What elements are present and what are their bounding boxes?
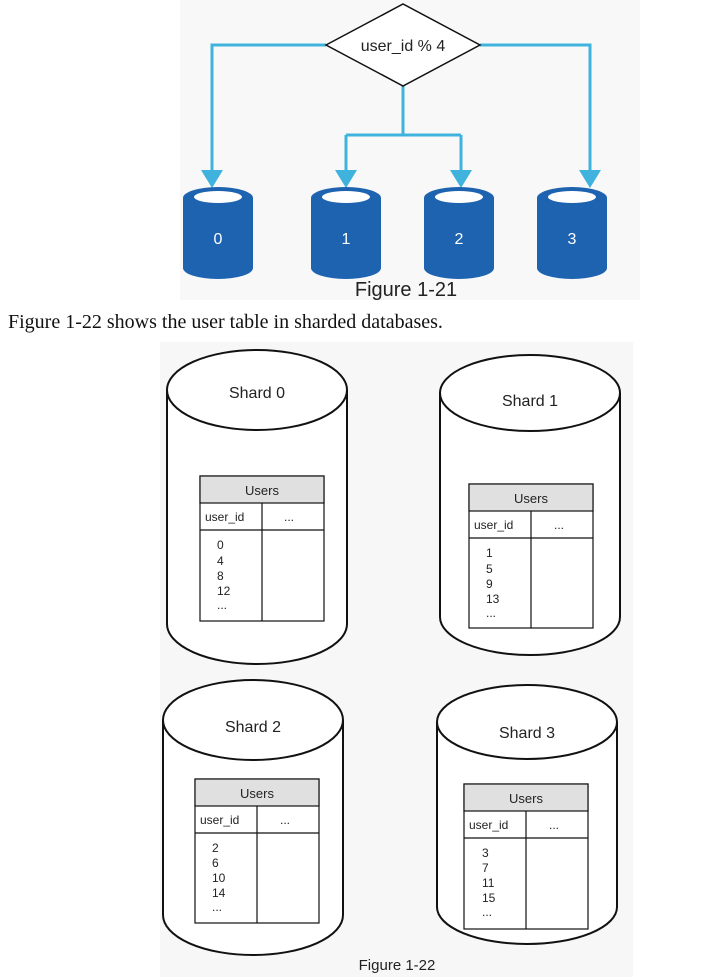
users-table: Users user_id ... 2 6 10 14 ... — [194, 778, 320, 924]
users-table: Users user_id ... 3 7 11 15 ... — [463, 783, 589, 930]
shard-2: Shard 2 Users user_id ... 2 6 10 14 ... — [162, 679, 344, 956]
user-id-value: 4 — [217, 554, 224, 568]
table-title: Users — [509, 791, 543, 806]
table-title: Users — [240, 786, 274, 801]
user-id-value: 15 — [482, 891, 496, 905]
db-label-2: 2 — [455, 231, 464, 248]
shard-3: Shard 3 Users user_id ... 3 7 11 15 ... — [436, 684, 618, 945]
decision-label: user_id % 4 — [361, 38, 446, 55]
arrowhead-1 — [335, 170, 357, 188]
user-id-value: ... — [482, 905, 492, 919]
user-id-value: ... — [217, 598, 227, 612]
figure-1-21-caption: Figure 1-21 — [355, 279, 457, 300]
users-table: Users user_id ... 1 5 9 13 ... — [468, 483, 594, 629]
db-label-0: 0 — [214, 231, 223, 248]
column-user-id: user_id — [469, 818, 508, 832]
column-user-id: user_id — [200, 813, 239, 827]
user-id-value: 6 — [212, 856, 219, 870]
user-id-value: 7 — [482, 861, 489, 875]
column-other: ... — [280, 813, 290, 827]
db-shard-2: 2 — [424, 187, 494, 279]
column-other: ... — [284, 510, 294, 524]
shard-0: Shard 0 Users user_id ... 0 4 8 12 ... — [166, 349, 348, 665]
table-title: Users — [514, 491, 548, 506]
figure-1-22-background — [160, 342, 633, 977]
user-id-value: 9 — [486, 577, 493, 591]
user-id-value: 14 — [212, 886, 226, 900]
users-table: Users user_id ... 0 4 8 12 ... — [199, 475, 325, 622]
db-shard-1: 1 — [311, 187, 381, 279]
table-title: Users — [245, 483, 279, 498]
column-other: ... — [554, 518, 564, 532]
user-id-value: 11 — [482, 876, 495, 890]
user-id-value: 8 — [217, 569, 224, 583]
figure-1-22-caption: Figure 1-22 — [359, 957, 436, 974]
user-id-value: 10 — [212, 871, 226, 885]
user-id-value: 3 — [482, 846, 489, 860]
arrow-heads — [201, 170, 601, 188]
db-shard-3: 3 — [537, 187, 607, 279]
shard-title: Shard 3 — [499, 725, 555, 742]
arrow-to-shard-0 — [210, 43, 326, 176]
routing-arrows — [210, 43, 592, 176]
user-id-value: ... — [212, 900, 222, 914]
shard-title: Shard 1 — [502, 393, 558, 410]
user-id-value: 5 — [486, 562, 493, 576]
body-paragraph: Figure 1-22 shows the user table in shar… — [8, 311, 443, 333]
column-other: ... — [549, 818, 559, 832]
shard-title: Shard 0 — [229, 385, 285, 402]
arrowhead-2 — [450, 170, 472, 188]
user-id-value: 2 — [212, 841, 219, 855]
arrowhead-3 — [579, 170, 601, 188]
user-id-value: 0 — [217, 538, 224, 552]
column-user-id: user_id — [205, 510, 244, 524]
column-user-id: user_id — [474, 518, 513, 532]
user-id-value: ... — [486, 606, 496, 620]
shard-1: Shard 1 Users user_id ... 1 5 9 13 ... — [439, 354, 621, 656]
arrowhead-0 — [201, 170, 223, 188]
arrow-to-shard-3 — [480, 43, 592, 176]
shard-title: Shard 2 — [225, 719, 281, 736]
db-label-1: 1 — [342, 231, 351, 248]
figure-1-21: user_id % 4 0 1 2 3 Figure 1-21 — [180, 0, 640, 300]
db-shard-0: 0 — [183, 187, 253, 279]
db-label-3: 3 — [568, 231, 577, 248]
user-id-value: 13 — [486, 592, 500, 606]
decision-diamond — [324, 3, 482, 87]
user-id-value: 1 — [486, 546, 493, 560]
user-id-value: 12 — [217, 584, 231, 598]
